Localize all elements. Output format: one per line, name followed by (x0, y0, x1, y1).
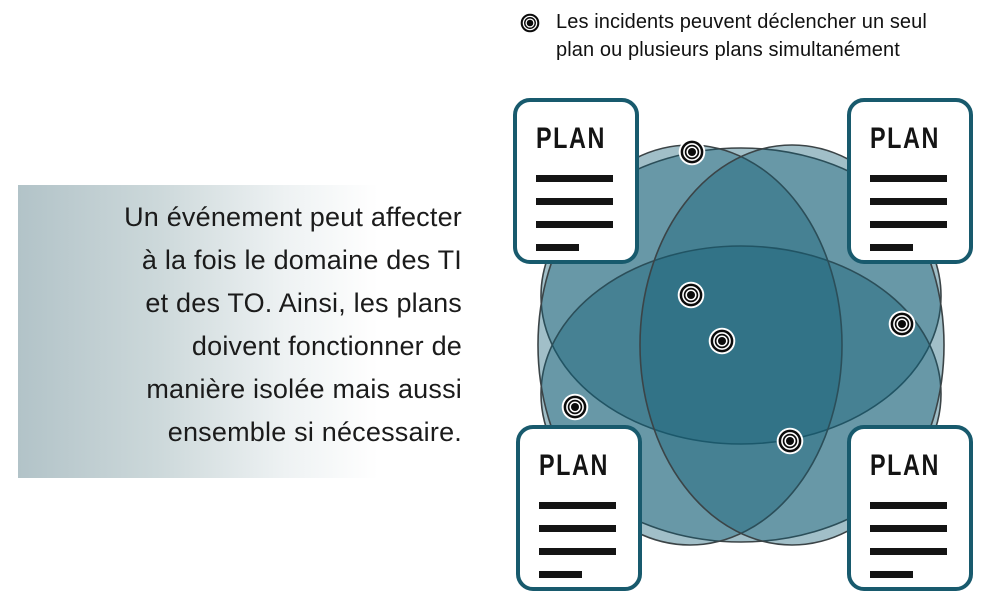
note-text-line: et des TO. Ainsi, les plans (145, 288, 462, 318)
note-text-line: à la fois le domaine des TI (141, 245, 462, 275)
note-text-line: Un événement peut affecter (124, 202, 462, 232)
incident-marker (708, 327, 736, 355)
plan-card-bottom-left: PLAN (516, 425, 642, 591)
note-text-line: doivent fonctionner de (191, 331, 462, 361)
incident-marker (888, 310, 916, 338)
doc-line (536, 221, 613, 228)
doc-line (536, 244, 579, 251)
plan-card-title: PLAN (536, 122, 606, 155)
note-text-line: ensemble si nécessaire. (167, 417, 462, 447)
doc-line (536, 198, 613, 205)
doc-line (870, 198, 947, 205)
incident-marker (776, 427, 804, 455)
doc-line (870, 548, 947, 555)
plan-card-title: PLAN (870, 449, 940, 482)
doc-line (539, 525, 616, 532)
incident-marker (561, 393, 589, 421)
doc-line (539, 502, 616, 509)
doc-line (870, 175, 947, 182)
incident-marker (677, 281, 705, 309)
plan-card-bottom-right: PLAN (847, 425, 973, 591)
doc-line (539, 548, 616, 555)
doc-line (536, 175, 613, 182)
legend-text: Les incidents peuvent déclencher un seul… (556, 8, 927, 64)
legend-line: plan ou plusieurs plans simultanément (556, 39, 900, 61)
bullseye-icon (519, 12, 541, 34)
plan-card-title: PLAN (870, 122, 940, 155)
bullseye-icon-glyph (519, 12, 541, 34)
legend: Les incidents peuvent déclencher un seul… (517, 8, 927, 64)
plan-card-top-right: PLAN (847, 98, 973, 264)
incident-marker (678, 138, 706, 166)
doc-line (870, 502, 947, 509)
plan-card-top-left: PLAN (513, 98, 639, 264)
event-note-panel: Un événement peut affecter à la fois le … (18, 185, 480, 478)
doc-line (870, 221, 947, 228)
doc-line (870, 571, 913, 578)
doc-line (539, 571, 582, 578)
legend-line: Les incidents peuvent déclencher un seul (556, 11, 927, 33)
plan-card-title: PLAN (539, 449, 609, 482)
doc-line (870, 525, 947, 532)
doc-line (870, 244, 913, 251)
note-text-line: manière isolée mais aussi (146, 374, 462, 404)
